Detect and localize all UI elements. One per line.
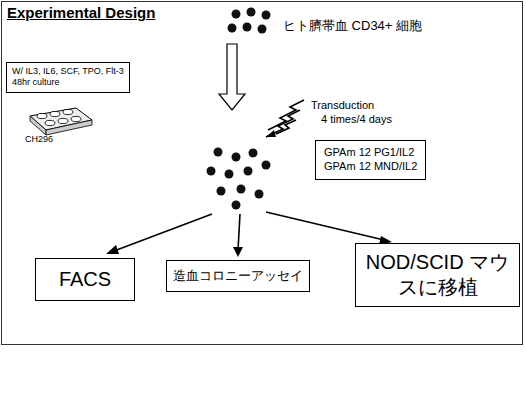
process-box: GPAm 12 PG1/IL2GPAm 12 MND/IL2: [315, 140, 426, 180]
annotation-label: 4 times/4 days: [321, 113, 392, 125]
box-text: NOD/SCID マウスに移植: [364, 250, 511, 300]
cell-cluster: [228, 8, 271, 34]
annotation-label: CH296: [25, 134, 53, 144]
box-text: 48hr culture: [12, 77, 124, 88]
culture-plate: [30, 108, 92, 135]
process-box: 造血コロニーアッセイ: [166, 260, 310, 292]
arrowhead: [106, 236, 392, 257]
process-box: W/ IL3, IL6, SCF, TPO, Flt-348hr culture: [6, 62, 130, 93]
annotation-label: ヒト臍帯血 CD34+ 細胞: [283, 17, 422, 35]
frame: [2, 2, 523, 345]
box-text: W/ IL3, IL6, SCF, TPO, Flt-3: [12, 66, 124, 77]
process-box: FACS: [35, 258, 135, 301]
branch-arrow: [114, 212, 384, 251]
process-box: NOD/SCID マウスに移植: [355, 243, 520, 307]
box-text: GPAm 12 PG1/IL2: [324, 146, 417, 160]
box-text: FACS: [50, 267, 120, 292]
annotation-label: Transduction: [311, 99, 374, 111]
arrowhead: [266, 130, 276, 137]
box-text: GPAm 12 MND/IL2: [324, 160, 417, 174]
process-arrow: [219, 44, 245, 110]
diagram-title: Experimental Design: [7, 4, 155, 21]
transduction-symbol: [266, 100, 304, 137]
box-text: 造血コロニーアッセイ: [173, 268, 303, 284]
cell-cluster: [207, 148, 271, 210]
